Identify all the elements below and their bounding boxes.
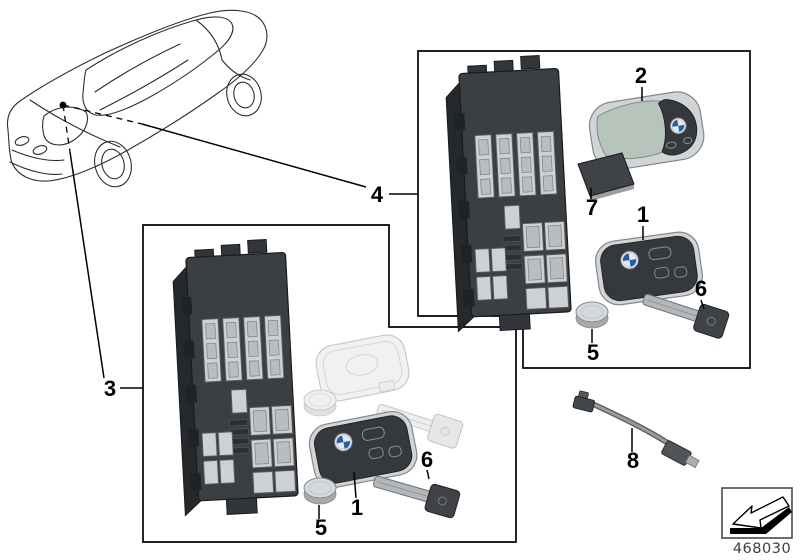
callout-7[interactable]: 7 (586, 195, 598, 220)
front-wheel (94, 140, 132, 188)
leader-dash-to-3 (62, 104, 71, 153)
callout-3[interactable]: 3 (104, 376, 116, 401)
callout-5-bottom[interactable]: 5 (315, 515, 327, 540)
leader-1-bottom (353, 471, 357, 499)
coin-battery-top (575, 301, 609, 329)
rear-wheel (226, 73, 262, 117)
leader-dash-to-4 (62, 104, 143, 125)
body-control-module-bottom (170, 237, 300, 518)
callout-2[interactable]: 2 (635, 63, 647, 88)
footer-stamp: 468030 (721, 487, 793, 557)
car-illustration (6, 9, 268, 188)
callout-4[interactable]: 4 (371, 182, 384, 207)
charging-cable (572, 390, 700, 469)
group-box-4 (417, 50, 751, 369)
callout-1-bottom[interactable]: 1 (351, 495, 363, 520)
leader-6-top (700, 299, 705, 310)
leader-to-3 (69, 151, 105, 379)
flat-card (577, 152, 635, 201)
part-number: 468030 (733, 541, 791, 557)
callout-6-top[interactable]: 6 (695, 276, 707, 301)
callout-1-top[interactable]: 1 (637, 202, 649, 227)
callout-5-top[interactable]: 5 (587, 340, 599, 365)
callout-8[interactable]: 8 (627, 448, 639, 473)
coin-battery-bottom (303, 477, 337, 505)
callout-6-bottom[interactable]: 6 (421, 447, 433, 472)
forward-arrow-icon (730, 496, 792, 534)
ghost-battery (303, 389, 337, 417)
leader-to-4 (141, 123, 367, 188)
leader-6-bottom (426, 469, 430, 480)
body-control-module-top (443, 53, 573, 334)
